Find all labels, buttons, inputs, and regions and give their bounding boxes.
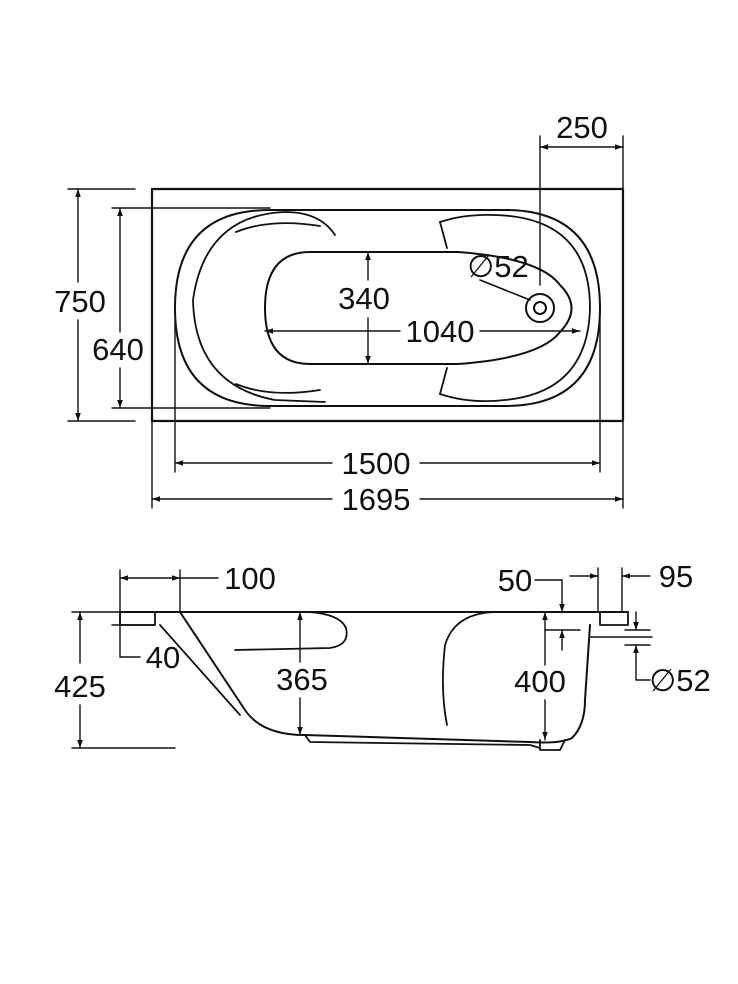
- foot-groove: [439, 221, 448, 395]
- backrest-recess: [234, 611, 348, 651]
- side-view: 100 40 425 365 50 95 400: [54, 559, 711, 751]
- tub-basin-outline: [174, 209, 601, 407]
- backrest-groove: [235, 222, 321, 394]
- tub-shell-profile: [179, 611, 591, 744]
- dim-label-425: 425: [54, 669, 106, 704]
- dim-label-750: 750: [54, 284, 106, 319]
- head-rest-contour: [192, 211, 336, 403]
- drain-outer: [525, 293, 555, 323]
- tub-inner-profile: [159, 624, 241, 716]
- drain-leader: [479, 279, 531, 301]
- overflow-leader: [635, 661, 651, 681]
- drain-inner: [533, 301, 547, 315]
- dim-label-100: 100: [224, 561, 276, 596]
- rim-thickness: [119, 611, 629, 626]
- dim-label-1695: 1695: [342, 482, 411, 517]
- dim-label-40: 40: [146, 640, 180, 675]
- dim-label-50: 50: [498, 563, 532, 598]
- dim-label-1500: 1500: [342, 446, 411, 481]
- foot-end-contour: [439, 213, 591, 403]
- dim-label-400: 400: [514, 664, 566, 699]
- dim-label-340: 340: [338, 281, 390, 316]
- top-view: 250 750 640 340 1040 ∅52 1500: [54, 110, 625, 517]
- tub-floor-outline: [264, 251, 573, 365]
- dim-label-640: 640: [92, 332, 144, 367]
- dim-label-drain-diameter: ∅52: [467, 249, 529, 284]
- foot-recess: [442, 611, 499, 726]
- dim-label-overflow-diameter: ∅52: [649, 663, 711, 698]
- tub-base: [304, 734, 566, 751]
- tub-outer-rim: [150, 187, 625, 423]
- dim-label-1040: 1040: [406, 314, 475, 349]
- dim-label-250: 250: [556, 110, 608, 145]
- dim-label-365: 365: [276, 662, 328, 697]
- dim-label-95: 95: [659, 559, 693, 594]
